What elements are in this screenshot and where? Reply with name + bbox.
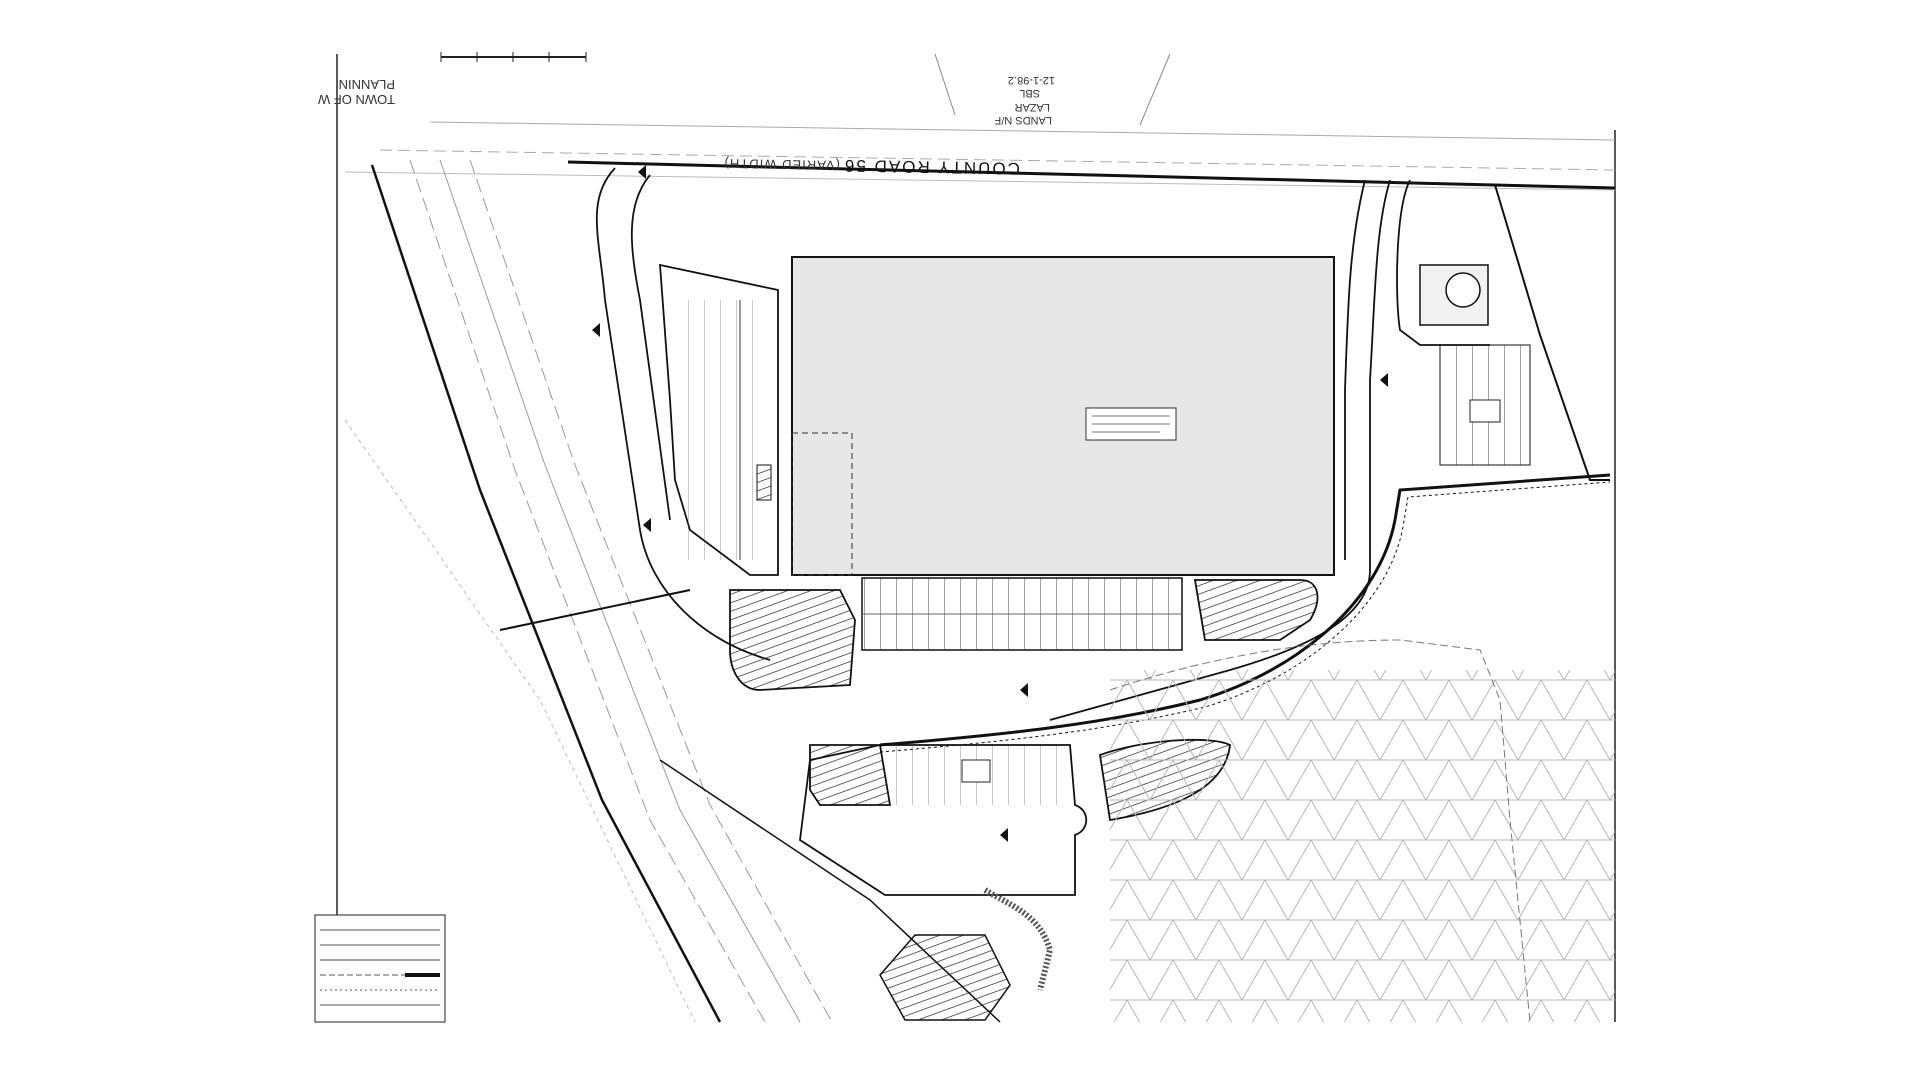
west-parking-lot bbox=[659, 263, 779, 576]
lands-sbl-number: 12-1-98.2 bbox=[1008, 74, 1055, 86]
legend bbox=[314, 914, 446, 1023]
county-road bbox=[344, 121, 1616, 191]
traffic-arrows bbox=[592, 165, 1388, 842]
lands-nf-text: LANDS N/F bbox=[994, 114, 1052, 126]
wetland-area bbox=[1110, 670, 1615, 1022]
wetland-boundary bbox=[1109, 639, 1531, 1023]
neighbor-lot bbox=[934, 53, 1171, 126]
road-name: COUNTY ROAD 56 bbox=[843, 156, 1020, 178]
proposed-building bbox=[791, 256, 1335, 576]
neighbor-lot-label: LANDS N/F LAZAR SBL 12-1-98.2 bbox=[994, 74, 1055, 126]
title-block-line1: TOWN OF W bbox=[317, 92, 395, 107]
scale-bar bbox=[440, 52, 587, 62]
northeast-stormwater bbox=[1419, 184, 1610, 481]
title-block-line2: PLANNIN bbox=[339, 77, 395, 92]
title-block: TOWN OF W PLANNIN bbox=[317, 77, 395, 107]
building-note-text bbox=[1092, 415, 1170, 433]
site-driveway bbox=[595, 167, 1490, 721]
building-wing-dashed bbox=[791, 432, 853, 576]
road-width-note: (VARIED WIDTH) bbox=[723, 156, 840, 173]
south-truck-court bbox=[799, 744, 1088, 896]
lands-sbl-text: SBL bbox=[1019, 87, 1040, 99]
south-parking bbox=[861, 577, 1183, 651]
septic-area bbox=[879, 887, 1054, 1021]
lands-owner-text: LAZAR bbox=[1014, 101, 1050, 113]
